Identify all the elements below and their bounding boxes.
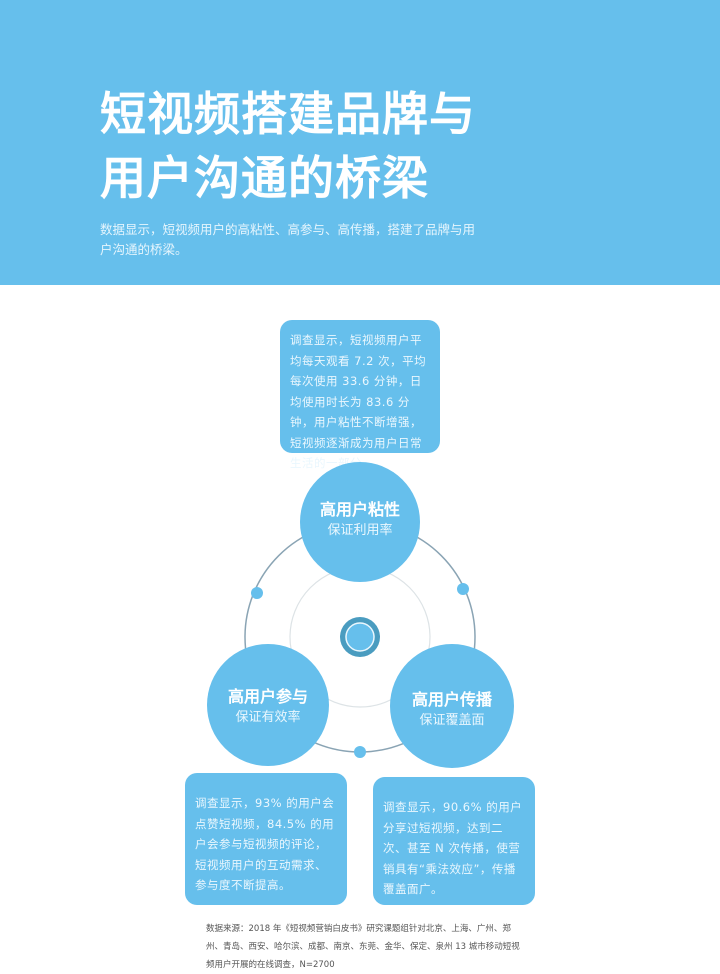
circle-heading: 高用户粘性 [319,500,400,519]
center-node-inner [345,622,375,652]
connector-dot [354,746,366,758]
circle-sub: 保证利用率 [327,523,393,538]
circle-label-stickiness: 高用户粘性 保证利用率 [295,499,425,541]
info-box-spread: 调查显示，90.6% 的用户分享过短视频，达到二次、甚至 N 次传播，使营销具有… [373,777,535,905]
connector-dot [251,587,263,599]
title-line-2: 用户沟通的桥梁 [100,151,429,205]
circle-label-participation: 高用户参与 保证有效率 [203,686,333,728]
page-title: 短视频搭建品牌与 用户沟通的桥梁 [100,82,476,210]
info-box-participation: 调查显示，93% 的用户会点赞短视频，84.5% 的用户会参与短视频的评论，短视… [185,773,347,905]
circle-heading: 高用户传播 [411,690,492,709]
circle-participation [207,644,329,766]
circle-sub: 保证覆盖面 [419,713,485,728]
circle-heading: 高用户参与 [227,687,308,706]
connector-dot [457,583,469,595]
header-banner: 短视频搭建品牌与 用户沟通的桥梁 数据显示，短视频用户的高粘性、高参与、高传播，… [0,0,720,285]
circle-sub: 保证有效率 [235,710,301,725]
title-line-1: 短视频搭建品牌与 [100,87,476,141]
circle-stickiness [300,462,420,582]
circle-spread [390,644,514,768]
data-source-note: 数据来源：2018 年《短视频营销白皮书》研究课题组针对北京、上海、广州、郑州、… [206,924,520,970]
circle-label-spread: 高用户传播 保证覆盖面 [387,689,517,731]
subtitle: 数据显示，短视频用户的高粘性、高参与、高传播，搭建了品牌与用户沟通的桥梁。 [100,222,476,257]
info-box-stickiness: 调查显示，短视频用户平均每天观看 7.2 次，平均每次使用 33.6 分钟，日均… [280,320,440,470]
